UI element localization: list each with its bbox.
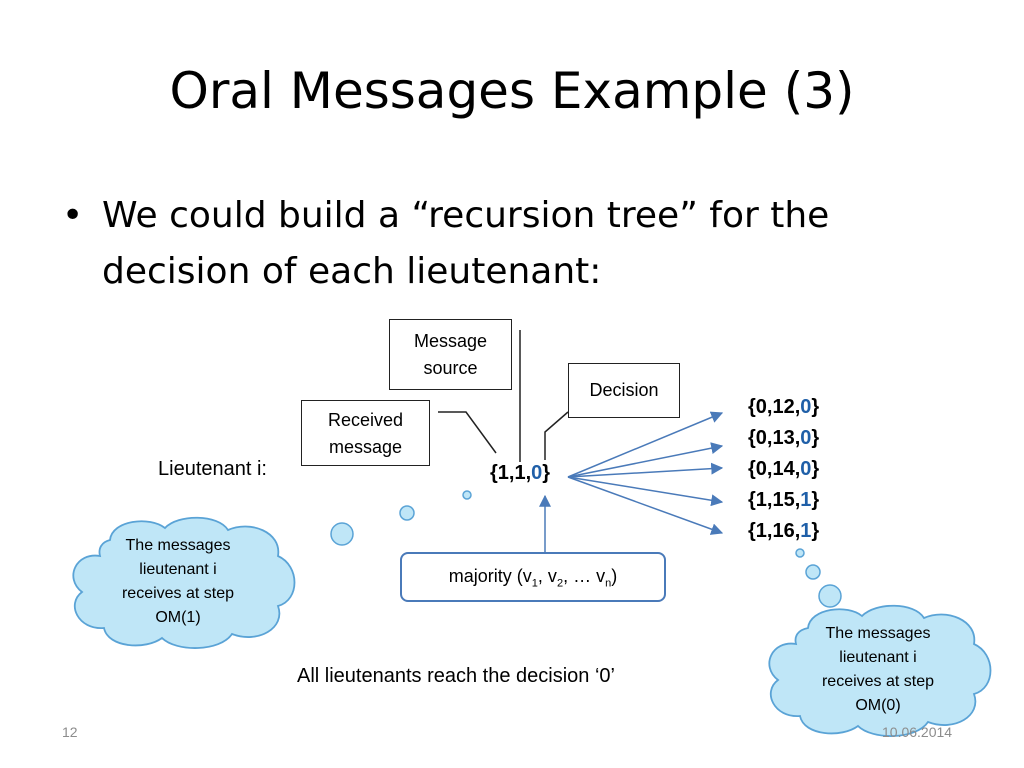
leaf-set-value: 1 [800,520,812,542]
arrow-to-leaf-1 [567,411,724,478]
leaf-set-prefix: {1,16, [748,520,801,542]
leaf-set-4: {1,15,1} [748,489,819,512]
received-message-line-1: Received [327,410,404,430]
slide-date: 10.06.2014 [882,724,953,740]
leaf-set-value: 0 [800,427,812,449]
majority-sub-1: 1 [531,577,538,590]
lieutenant-label: Lieutenant i: [158,458,267,480]
message-source-callout: Message source [389,319,512,390]
majority-box: majority (v1, v2, … vn) [400,552,666,602]
root-set-decision: 0 [531,462,543,484]
cloud-om1-line: The messages [125,537,231,554]
root-message-set: {1,1,0} [490,462,550,485]
cloud-om1 [72,516,296,649]
leaf-set-5: {1,16,1} [748,520,819,543]
cloud-om0-line: The messages [825,625,931,642]
leaf-set-3: {0,14,0} [748,458,819,481]
arrow-to-leaf-2 [567,442,724,478]
arrow-to-leaf-5 [567,476,724,535]
majority-sub-n: n [605,577,612,590]
leaf-set-suffix: } [811,520,820,542]
cloud-om0-text: The messages lieutenant i receives at st… [800,622,956,718]
message-source-line-1: Message [413,331,488,351]
leaf-set-suffix: } [811,396,820,418]
leaf-set-suffix: } [811,427,820,449]
slide-title: Oral Messages Example (3) [169,62,855,120]
cloud-om1-line: receives at step [121,585,235,602]
leaf-set-suffix: } [811,489,820,511]
root-set-suffix: } [542,462,551,484]
leaf-set-2: {0,13,0} [748,427,819,450]
leaf-set-value: 1 [800,489,812,511]
leaf-set-prefix: {0,12, [748,396,801,418]
majority-sub-2: 2 [556,577,564,590]
thought-bubbles-right [795,548,842,608]
leaf-set-value: 0 [800,396,812,418]
cloud-om0-line: lieutenant i [839,649,917,666]
conclusion-text: All lieutenants reach the decision ‘0’ [297,665,615,687]
leaf-set-1: {0,12,0} [748,396,819,419]
majority-mid-2: , … v [563,566,606,586]
slide-number: 12 [62,724,78,740]
thought-bubbles-left [330,490,472,546]
root-set-prefix: {1,1, [490,462,532,484]
leaf-set-prefix: {0,14, [748,458,801,480]
leaf-set-suffix: } [811,458,820,480]
cloud-om1-line: OM(1) [155,609,201,626]
received-message-callout: Received message [301,400,430,466]
cloud-om1-text: The messages lieutenant i receives at st… [98,534,258,630]
majority-suffix: ) [611,566,618,586]
arrow-to-leaf-3 [567,462,724,478]
bullet-symbol: • [62,195,84,236]
bullet-text: We could build a “recursion tree” for th… [102,195,830,292]
cloud-om0 [768,604,992,737]
cloud-om1-line: lieutenant i [139,561,217,578]
cloud-om0-line: OM(0) [855,697,901,714]
decision-callout: Decision [568,363,680,418]
decision-leader [544,411,569,460]
majority-mid-1: , v [537,566,557,586]
leaf-set-prefix: {0,13, [748,427,801,449]
leaf-set-value: 0 [800,458,812,480]
majority-prefix: majority (v [448,566,532,586]
cloud-om0-line: receives at step [821,673,935,690]
arrow-to-leaf-4 [567,476,724,507]
received-message-leader [438,411,497,454]
received-message-line-2: message [328,437,403,457]
leaf-set-prefix: {1,15, [748,489,801,511]
message-source-line-2: source [423,358,478,378]
